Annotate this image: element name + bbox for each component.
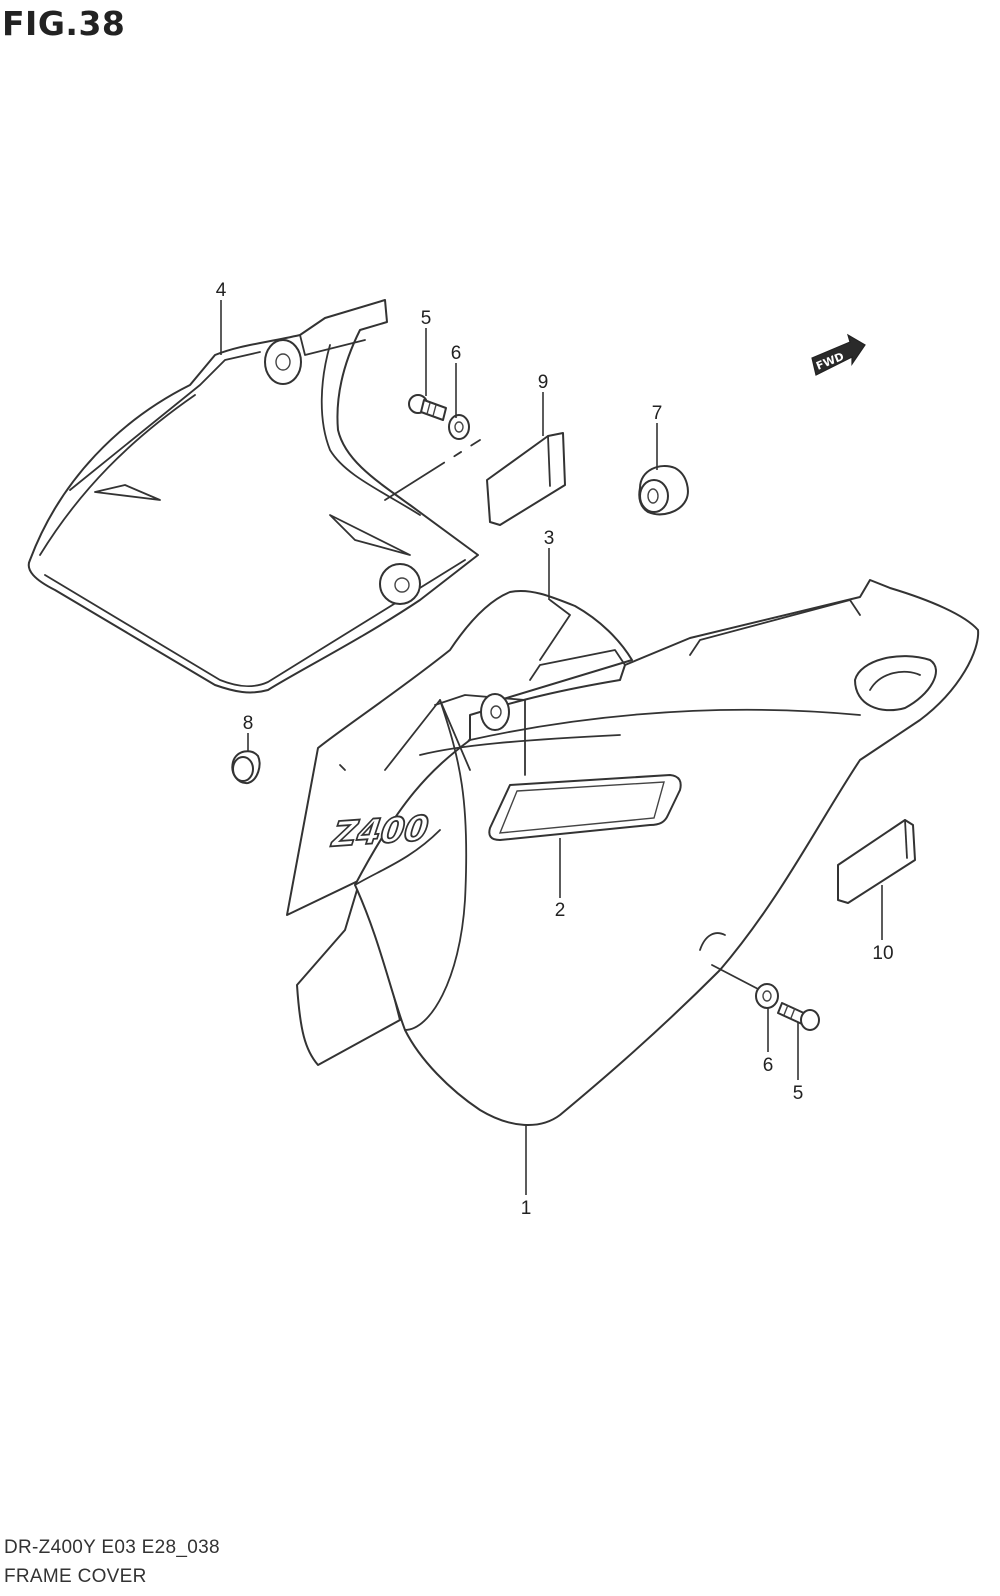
frame-cover-part — [354, 579, 980, 1126]
callout-bolt-lower: 5 — [793, 1083, 804, 1104]
cushion-part — [638, 465, 689, 516]
callout-emblem: 2 — [555, 900, 566, 921]
callout-bolt-upper: 5 — [421, 308, 432, 329]
callout-side-cover: 4 — [216, 280, 227, 301]
callout-grommet: 8 — [243, 713, 254, 734]
side-cover-part — [27, 299, 481, 694]
fwd-direction-badge: FWD — [811, 333, 866, 376]
pad-lower-part — [837, 819, 916, 904]
model-code: DR-Z400Y E03 E28_038 — [4, 1537, 220, 1558]
leader-lines — [220, 300, 883, 1195]
bolt-upper-part — [408, 394, 447, 421]
callout-cover-upper: 3 — [544, 528, 555, 549]
fwd-badge-text: FWD — [814, 350, 846, 373]
callout-frame-cover: 1 — [521, 1198, 532, 1219]
emblem-logo-text: Z400 — [329, 809, 431, 856]
callout-pad-lower: 10 — [872, 943, 893, 964]
callout-labels: 4 5 6 9 7 3 8 2 10 6 5 1 — [216, 280, 894, 1219]
washer-upper-part — [448, 414, 470, 440]
callout-washer-upper: 6 — [451, 343, 462, 364]
grommet-part — [231, 750, 261, 785]
callout-cushion: 7 — [652, 403, 663, 424]
callout-washer-lower: 6 — [763, 1055, 774, 1076]
section-name: FRAME COVER — [4, 1566, 147, 1587]
pad-upper-part — [486, 432, 566, 526]
emblem-part: Z400 — [328, 774, 682, 856]
callout-pad-upper: 9 — [538, 372, 549, 393]
figure-title: FIG.38 — [2, 4, 126, 43]
washer-lower-part — [755, 983, 779, 1009]
bolt-lower-part — [777, 1002, 820, 1031]
